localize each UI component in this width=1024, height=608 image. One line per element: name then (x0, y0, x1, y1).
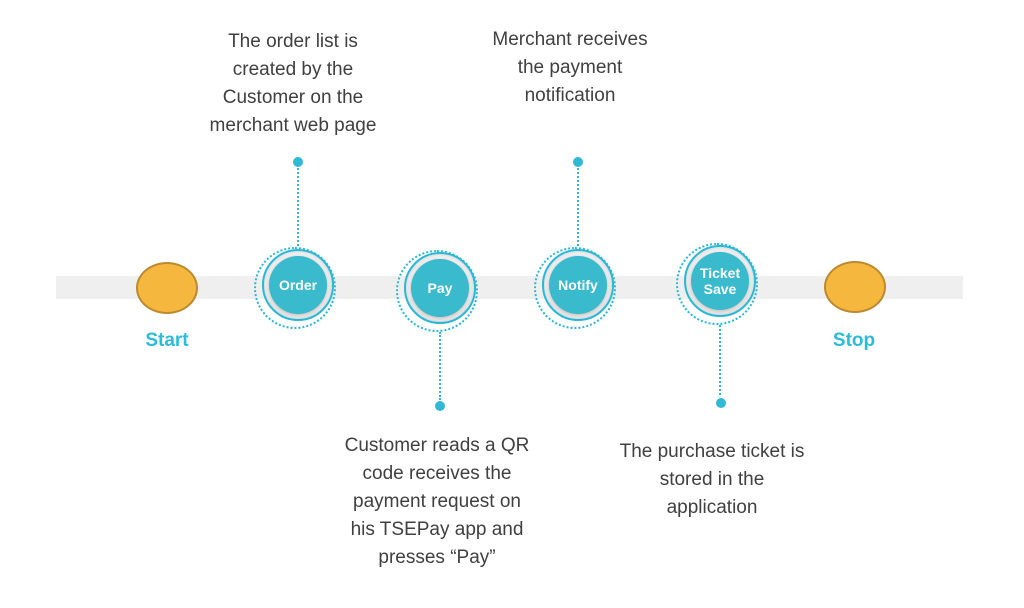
note-pay: Customer reads a QR code receives the pa… (344, 435, 530, 568)
connector-line-pay (439, 332, 441, 400)
stop-label: Stop (832, 330, 876, 351)
dotted-ring-icon (396, 250, 478, 332)
dotted-ring-icon (254, 247, 336, 329)
dotted-ring-icon (534, 247, 616, 329)
connector-dot-pay (435, 401, 445, 411)
note-ticket-save: The purchase ticket is stored in the app… (619, 441, 805, 518)
connector-line-notify (577, 168, 579, 246)
connector-dot-notify (573, 157, 583, 167)
start-node (136, 262, 198, 314)
connector-line-order (297, 168, 299, 246)
dotted-ring-icon (676, 243, 758, 325)
start-label: Start (145, 330, 189, 351)
connector-line-ticket-save (719, 325, 721, 395)
step-circle-order: Order (269, 256, 327, 314)
note-notify: Merchant receives the payment notificati… (492, 29, 648, 106)
stop-node (824, 261, 886, 313)
connector-dot-order (293, 157, 303, 167)
note-order: The order list is created by the Custome… (209, 31, 377, 136)
step-circle-pay: Pay (411, 259, 469, 317)
connector-dot-ticket-save (716, 398, 726, 408)
step-circle-ticket-save: Ticket Save (691, 252, 749, 310)
step-circle-notify: Notify (549, 256, 607, 314)
